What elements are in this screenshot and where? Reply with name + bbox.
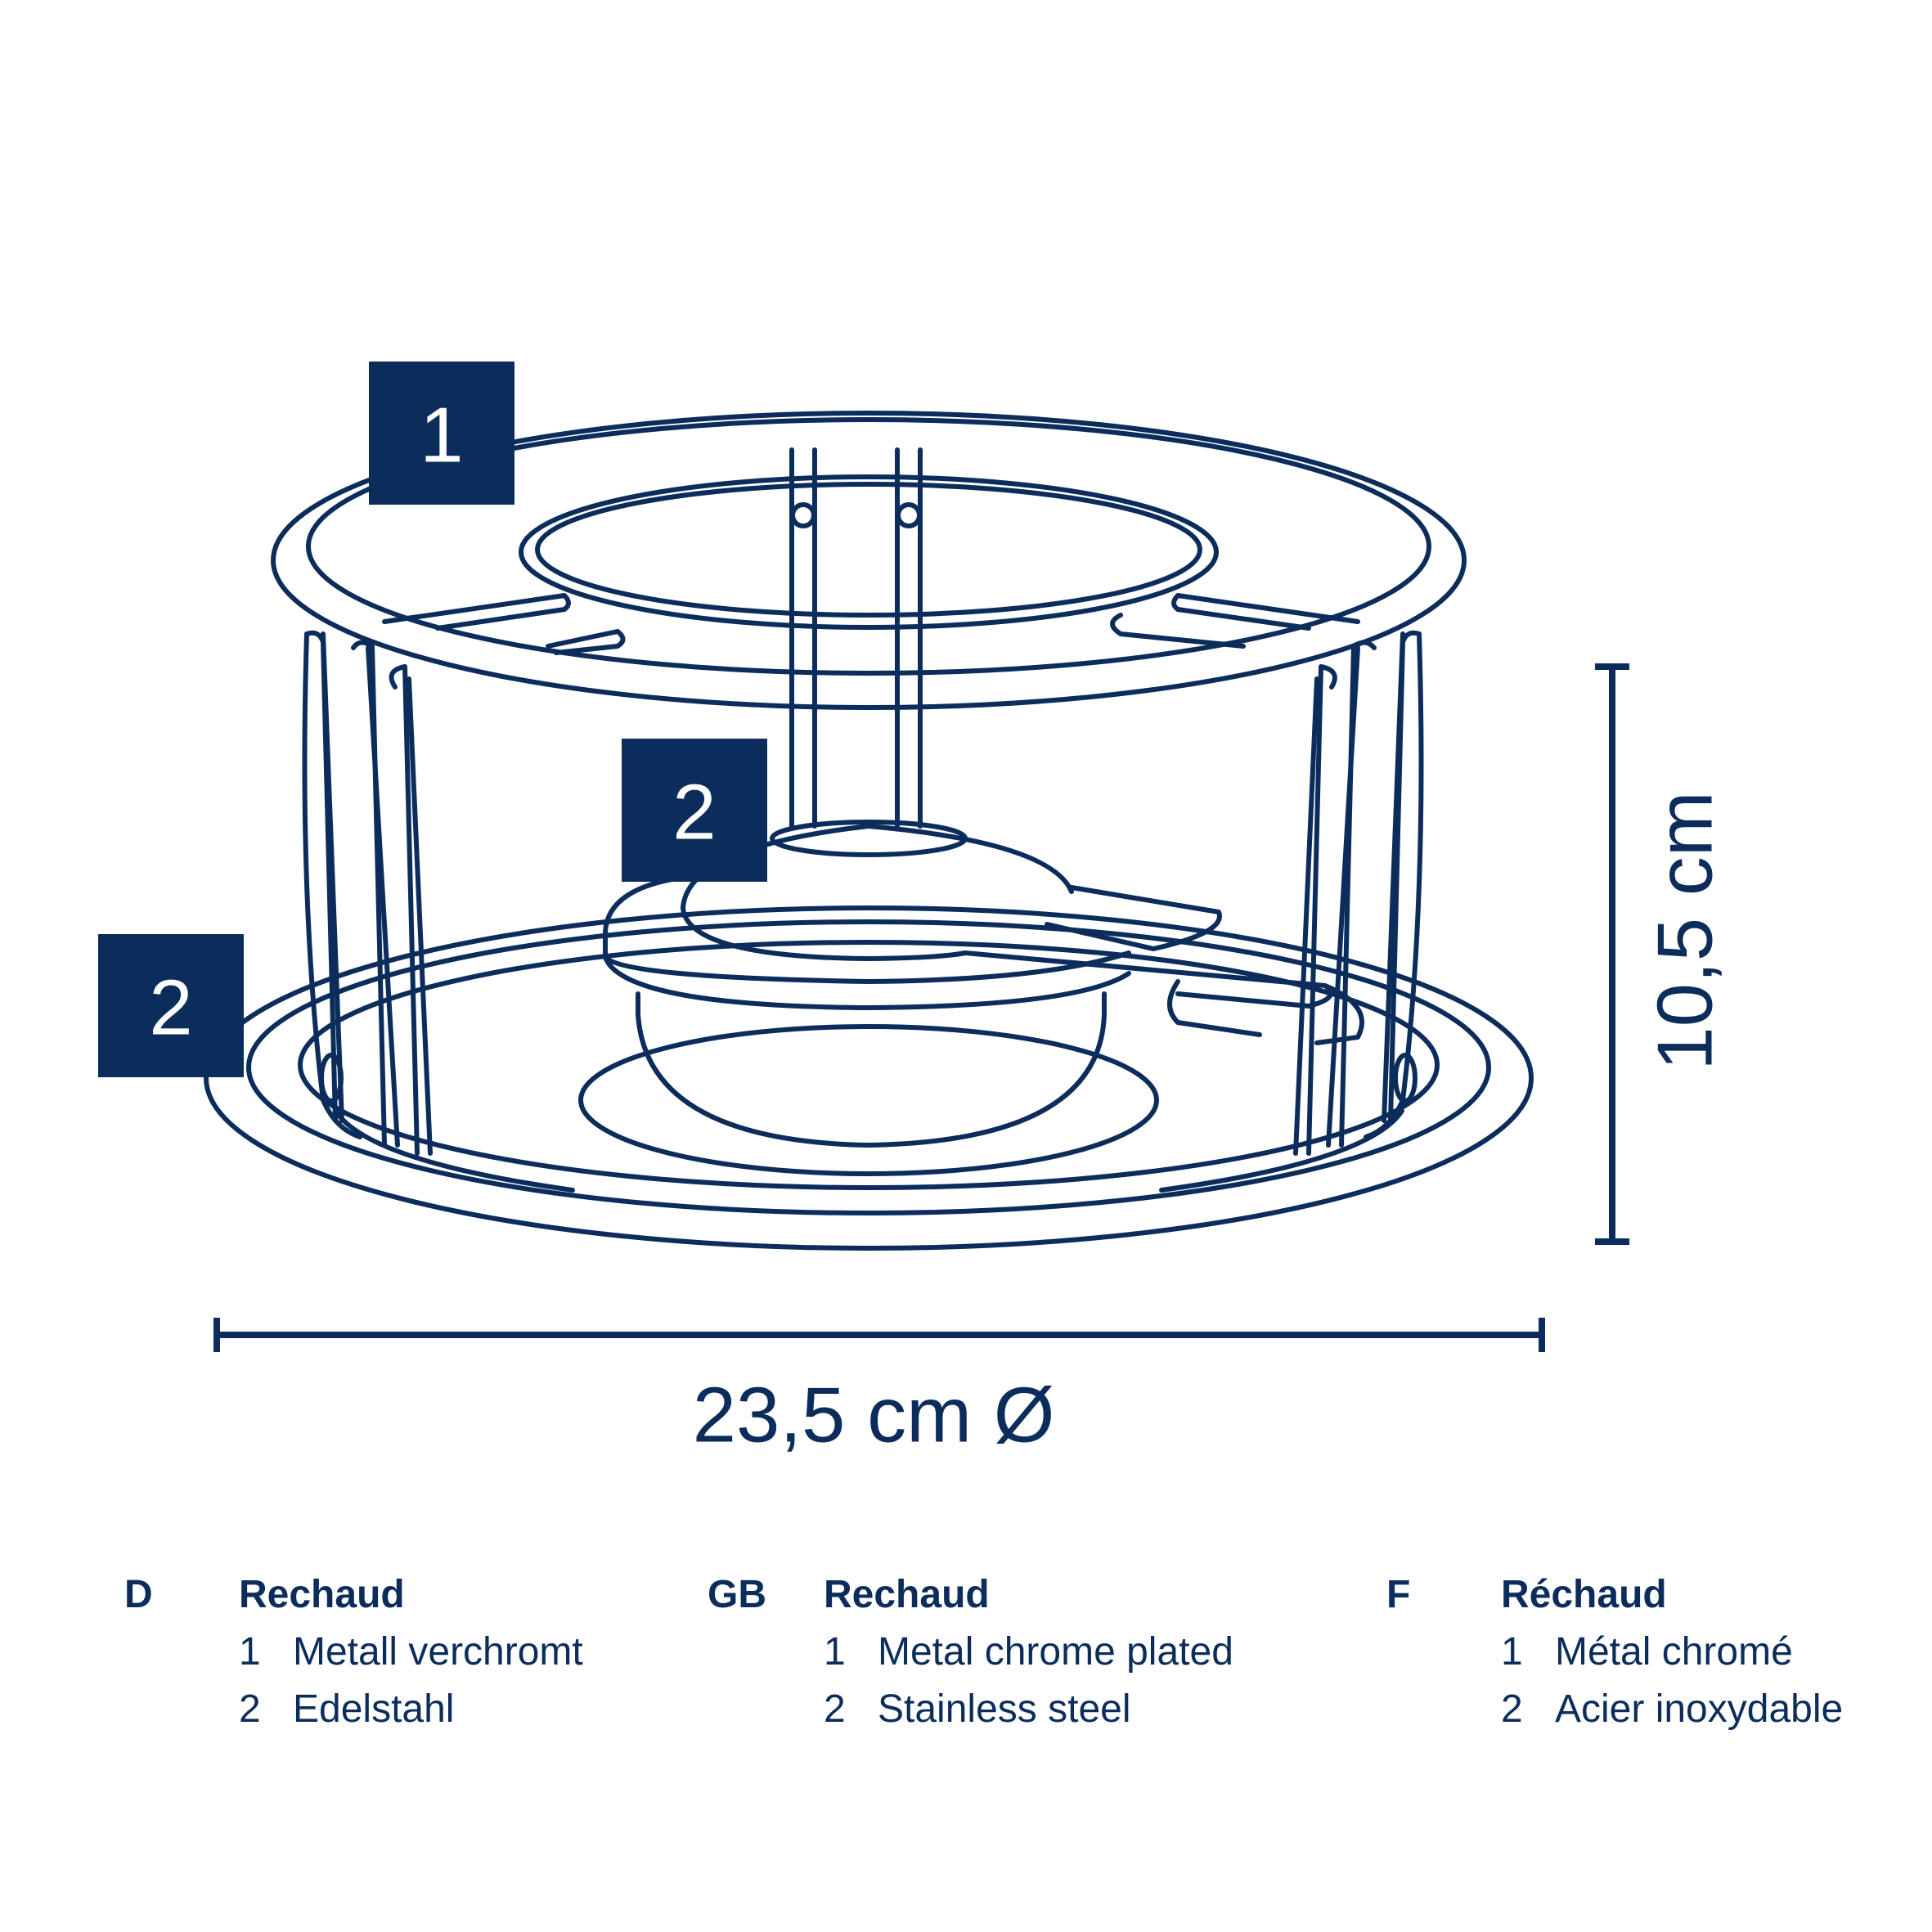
height-dimension-label: 10,5 cm	[1642, 791, 1729, 1070]
legend-title: Rechaud	[824, 1573, 990, 1616]
diameter-dimension-label: 23,5 cm Ø	[693, 1372, 1055, 1459]
callout-1-box: 1	[369, 362, 514, 505]
stand-legs-right	[1293, 630, 1424, 1156]
legend-title: Rechaud	[239, 1573, 405, 1616]
support-rods	[789, 447, 923, 829]
stand-legs-left	[302, 630, 433, 1156]
callout-2-burner-label: 2	[672, 769, 716, 856]
legend-title: Réchaud	[1501, 1573, 1667, 1616]
top-ring	[271, 411, 1467, 710]
callout-2-tray-box: 2	[98, 934, 244, 1077]
legend-language-code: D	[124, 1573, 153, 1616]
base-tray	[204, 905, 1534, 1251]
diameter-dimension-line	[213, 1318, 1545, 1352]
height-dimension-line	[1595, 663, 1629, 1245]
callout-1-label: 1	[420, 392, 463, 479]
callout-2-tray-label: 2	[149, 964, 192, 1052]
burner	[603, 820, 1364, 1148]
legend-language-code: F	[1386, 1573, 1411, 1616]
callout-2-burner-box: 2	[622, 739, 767, 882]
legend-language-code: GB	[708, 1573, 766, 1616]
